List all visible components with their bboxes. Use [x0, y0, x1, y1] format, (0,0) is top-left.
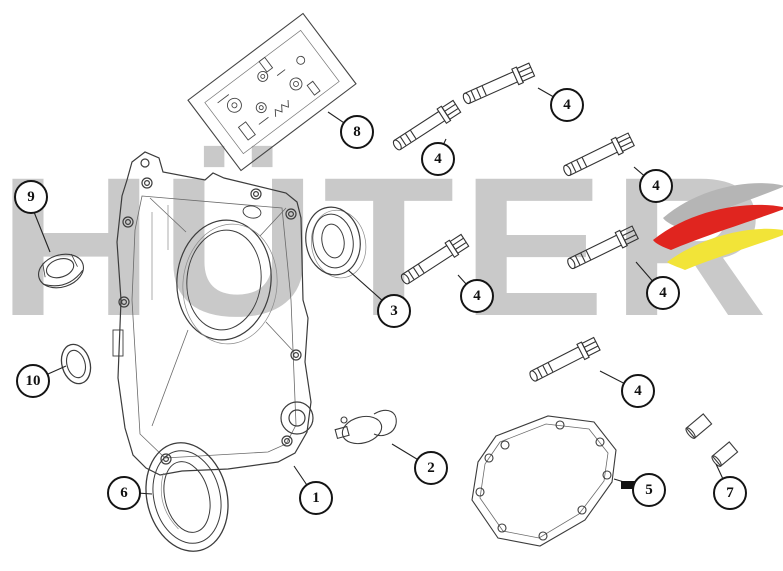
part-2-switch	[334, 409, 397, 445]
logo-red-band	[653, 204, 783, 250]
part-10-ring	[60, 343, 92, 385]
callout-10: 10	[16, 364, 50, 398]
part-4-bolt	[564, 224, 640, 273]
callout-6: 6	[107, 476, 141, 510]
callout-9: 9	[14, 180, 48, 214]
part-8-plate-assembly	[187, 12, 357, 172]
part-3-bearing	[305, 206, 367, 279]
callout-5: 5	[632, 473, 666, 507]
part-4-bolt	[397, 232, 471, 289]
logo-gray-band	[663, 183, 783, 228]
part-6-seal	[145, 442, 229, 552]
callout-4e: 4	[646, 276, 680, 310]
part-4-bolt	[526, 335, 602, 386]
part-4-bolt	[460, 61, 536, 108]
logo-yellow-band	[667, 228, 783, 270]
part-4-bolt	[560, 131, 636, 180]
callout-4d: 4	[460, 279, 494, 313]
callout-3: 3	[377, 294, 411, 328]
part-9-cap	[38, 253, 84, 289]
brand-swoosh-logo	[653, 183, 783, 270]
part-5-gasket	[471, 415, 617, 547]
part-1-cover	[112, 151, 314, 476]
callout-4b: 4	[550, 88, 584, 122]
callout-1: 1	[299, 481, 333, 515]
callout-2: 2	[414, 451, 448, 485]
callout-4f: 4	[621, 374, 655, 408]
part-7-pin	[685, 413, 739, 467]
callout-8: 8	[340, 115, 374, 149]
callout-7: 7	[713, 476, 747, 510]
callout-4c: 4	[639, 169, 673, 203]
part-5-edge-marker	[621, 481, 637, 489]
callout-4a: 4	[421, 142, 455, 176]
